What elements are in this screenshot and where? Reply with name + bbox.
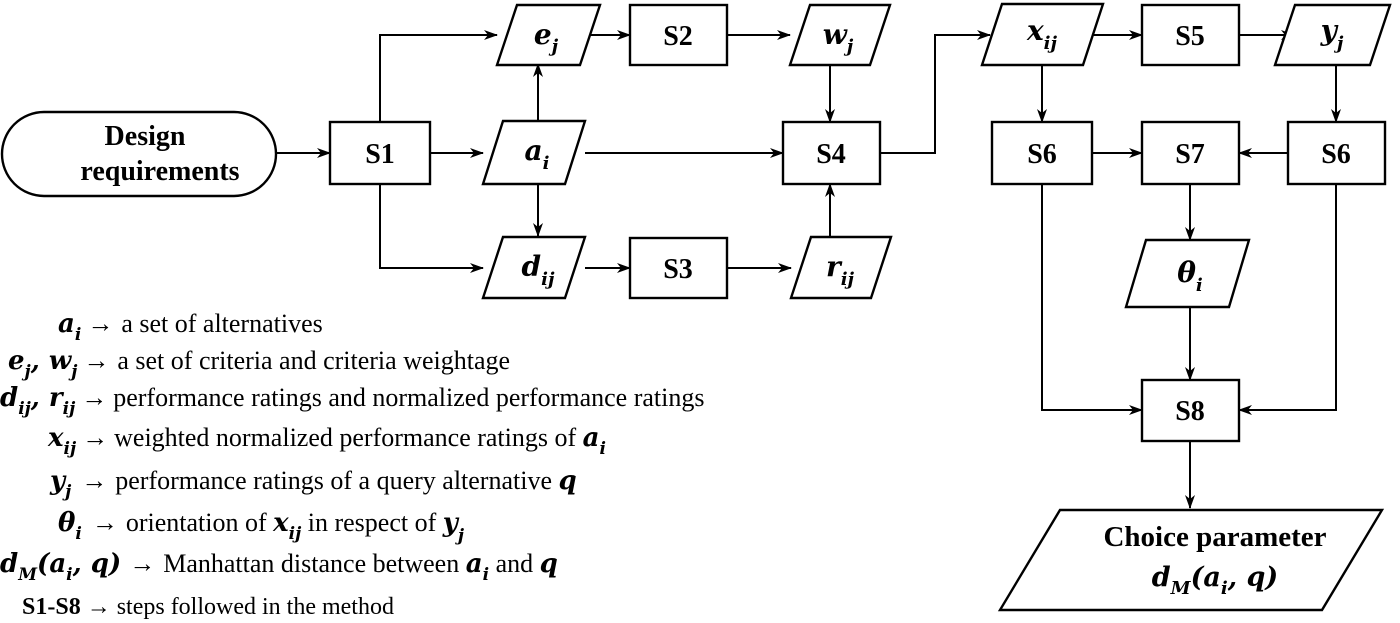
step-s3-label: S3 xyxy=(663,254,693,285)
step-s2-label: S2 xyxy=(663,21,693,52)
arrow-s1-to-dij xyxy=(379,184,484,273)
design-requirements-line1: Design xyxy=(105,121,186,152)
step-s5-label: S5 xyxy=(1175,21,1205,52)
choice-parameter-formula: dM(ai, q) xyxy=(1152,562,1278,599)
data-e-j-label: ej xyxy=(534,18,559,57)
data-d-ij-label: dij xyxy=(522,250,555,290)
data-a-i: ai xyxy=(481,119,587,186)
data-d-ij: dij xyxy=(481,235,587,300)
step-s8-label: S8 xyxy=(1175,396,1205,427)
arrow-s6right-to-s8 xyxy=(1238,184,1337,415)
step-s6-right-label: S6 xyxy=(1321,139,1351,170)
step-s2: S2 xyxy=(628,3,729,67)
arrow-s4-to-xij xyxy=(880,30,991,154)
connectors xyxy=(276,30,1341,509)
legend-item-theta-i: θi→orientation of xij in respect of yj xyxy=(58,508,465,546)
step-s3: S3 xyxy=(628,236,729,300)
step-s6-right: S6 xyxy=(1286,120,1387,186)
legend-item-d-ij-r-ij: dij, rij→performance ratings and normali… xyxy=(0,383,704,419)
data-theta-i-label: θi xyxy=(1177,256,1203,296)
step-s6-left-label: S6 xyxy=(1027,139,1057,170)
legend-item-x-ij: xij→weighted normalized performance rati… xyxy=(47,423,606,459)
data-w-j-label: wj xyxy=(823,18,854,57)
data-theta-i: θi xyxy=(1124,238,1251,309)
data-e-j: ej xyxy=(495,3,602,67)
step-s7-label: S7 xyxy=(1175,139,1205,170)
step-s4: S4 xyxy=(781,120,882,186)
legend: ai→a set of alternatives ej, wj→a set of… xyxy=(0,309,704,620)
data-choice-parameter: Choice parameter dM(ai, q) xyxy=(997,508,1385,612)
legend-item-a-i: ai→a set of alternatives xyxy=(58,309,323,345)
data-x-ij-label: xij xyxy=(1026,14,1058,54)
data-w-j: wj xyxy=(788,3,892,67)
data-r-ij-label: rij xyxy=(826,250,855,290)
data-x-ij: xij xyxy=(980,2,1105,67)
step-s1: S1 xyxy=(328,120,432,186)
step-s6-left: S6 xyxy=(990,120,1094,186)
step-s8: S8 xyxy=(1140,378,1241,443)
data-r-ij: rij xyxy=(789,235,893,300)
legend-item-s1-s8: S1-S8→steps followed in the method xyxy=(22,594,394,620)
data-y-j-label: yj xyxy=(1320,14,1344,54)
design-requirements-line2: requirements xyxy=(80,156,239,187)
step-s4-label: S4 xyxy=(816,139,846,170)
arrow-s6left-to-s8 xyxy=(1041,184,1143,415)
step-s7: S7 xyxy=(1140,120,1241,186)
data-y-j: yj xyxy=(1273,3,1392,67)
legend-item-y-j: yj→performance ratings of a query altern… xyxy=(49,466,577,502)
step-s1-label: S1 xyxy=(365,139,395,170)
data-a-i-label: ai xyxy=(525,134,550,174)
step-s5: S5 xyxy=(1140,3,1241,67)
legend-item-e-j-w-j: ej, wj→a set of criteria and criteria we… xyxy=(8,346,510,382)
choice-parameter-title: Choice parameter xyxy=(1103,521,1326,553)
legend-item-d-m: dM(ai, q)→Manhattan distance between ai … xyxy=(0,549,558,585)
arrow-s1-to-ej xyxy=(379,30,498,122)
design-requirements-node: Design requirements xyxy=(0,110,278,198)
